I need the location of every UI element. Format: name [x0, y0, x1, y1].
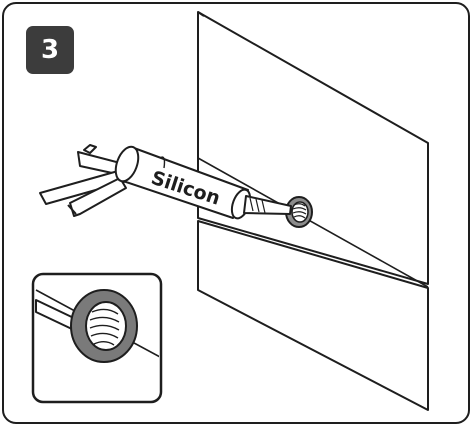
silicone-cartridge: [114, 145, 252, 220]
wall-panel-upper: [197, 11, 429, 285]
wall-panel-lower: [197, 220, 429, 411]
panel-joint-line: [197, 157, 429, 288]
inset-detail: [31, 272, 163, 404]
caulking-gun-frame: [39, 144, 129, 217]
cartridge-nozzle: [243, 195, 292, 215]
threaded-insert: [285, 196, 313, 228]
step-number-badge: 3: [26, 26, 74, 74]
